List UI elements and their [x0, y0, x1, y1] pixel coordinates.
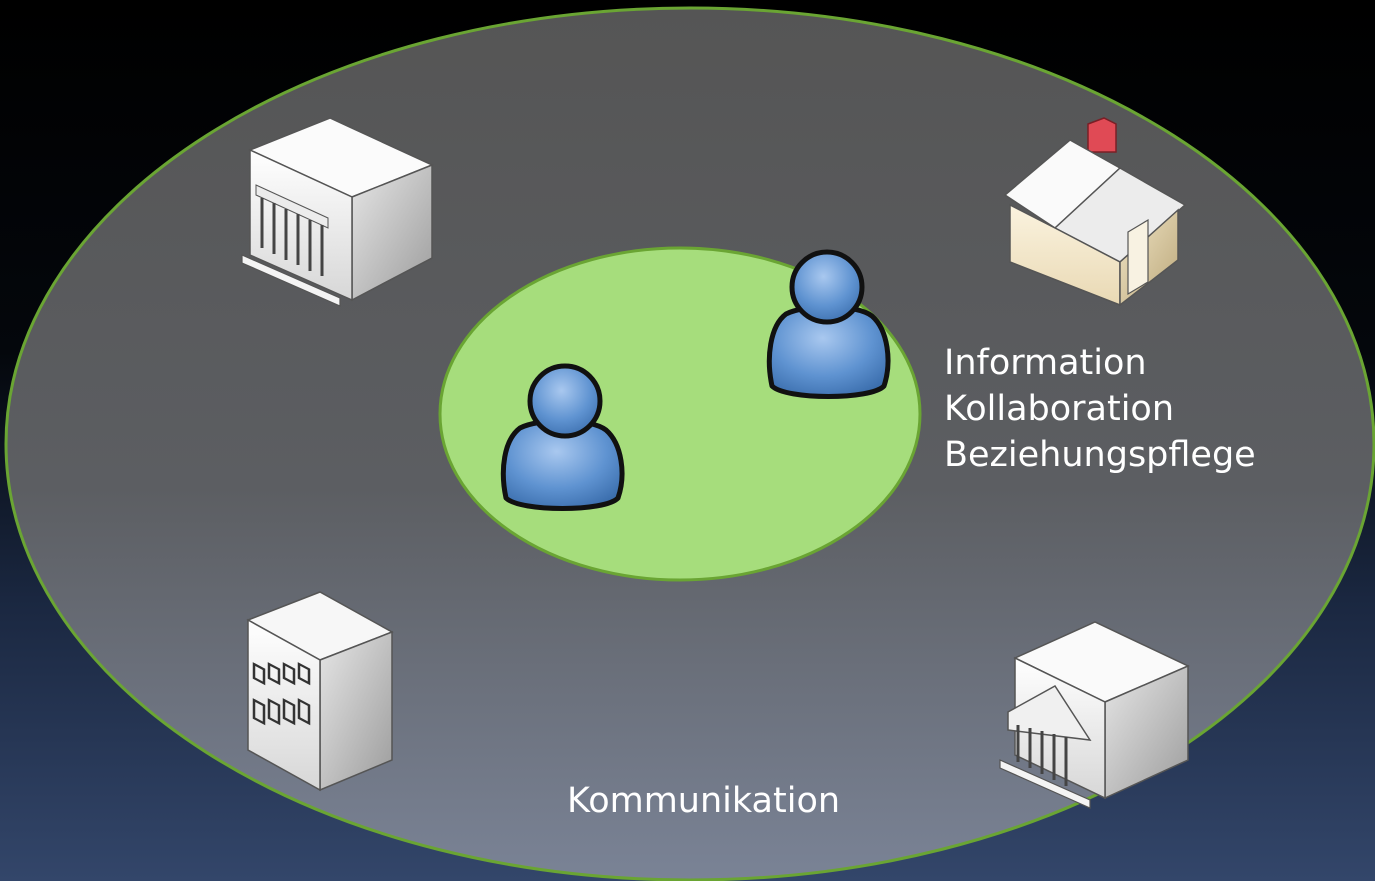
label-kommunikation: Kommunikation	[567, 781, 841, 821]
inner-labels: Information Kollaboration Beziehungspfle…	[944, 340, 1256, 478]
label-beziehungspflege: Beziehungspflege	[944, 435, 1256, 475]
government-building-icon	[241, 117, 434, 307]
label-information: Information	[944, 343, 1147, 383]
label-kollaboration: Kollaboration	[944, 389, 1175, 429]
office-building-icon	[246, 591, 394, 792]
person-icon	[766, 249, 891, 399]
bank-building-icon	[999, 621, 1190, 809]
person-icon	[500, 363, 625, 511]
house-icon	[1003, 117, 1187, 307]
